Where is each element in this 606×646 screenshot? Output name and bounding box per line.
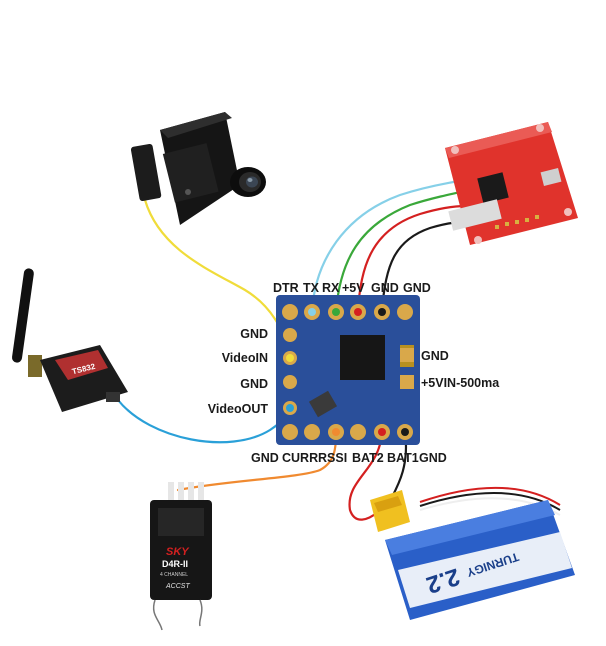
fpv-camera [130, 112, 266, 225]
label-5v: +5V [342, 281, 365, 295]
flight-controller [445, 122, 578, 245]
label-rx: RX [322, 281, 340, 295]
receiver-sub: 4 CHANNEL [160, 572, 188, 578]
label-gnd-bottom-1: GND [251, 451, 279, 465]
label-bat1: BAT1 [387, 451, 419, 465]
label-gnd-left-1: GND [240, 327, 268, 341]
label-dtr: DTR [273, 281, 299, 295]
left-pads [283, 328, 297, 415]
osd-board [276, 295, 420, 445]
label-5vin: +5VIN-500ma [421, 376, 500, 390]
label-curr: CURR [282, 451, 319, 465]
label-video-out: VideoOUT [207, 402, 268, 416]
label-gnd-top-1: GND [371, 281, 399, 295]
label-gnd-left-2: GND [240, 377, 268, 391]
label-gnd-bottom-2: GND [419, 451, 447, 465]
right-pads [400, 348, 414, 389]
rc-receiver: SKY D4R-II 4 CHANNEL ACCST [150, 482, 212, 631]
bottom-pads [282, 424, 413, 440]
label-gnd-right: GND [421, 349, 449, 363]
lipo-battery: 2.2 TURNIGY [370, 486, 575, 620]
battery-red-wire [348, 430, 384, 521]
top-pads [282, 304, 413, 320]
receiver-model: D4R-II [162, 559, 188, 569]
label-tx: TX [303, 281, 319, 295]
video-transmitter: TS832 [12, 268, 128, 412]
label-rssi: RSSI [318, 451, 348, 465]
red-wire [356, 204, 468, 314]
label-bat2: BAT2 [352, 451, 384, 465]
label-gnd-top-2: GND [403, 281, 431, 295]
orange-wire [176, 432, 338, 492]
receiver-brand: SKY [166, 546, 190, 558]
label-video-in: VideoIN [221, 351, 268, 365]
receiver-tag: ACCST [165, 583, 190, 590]
